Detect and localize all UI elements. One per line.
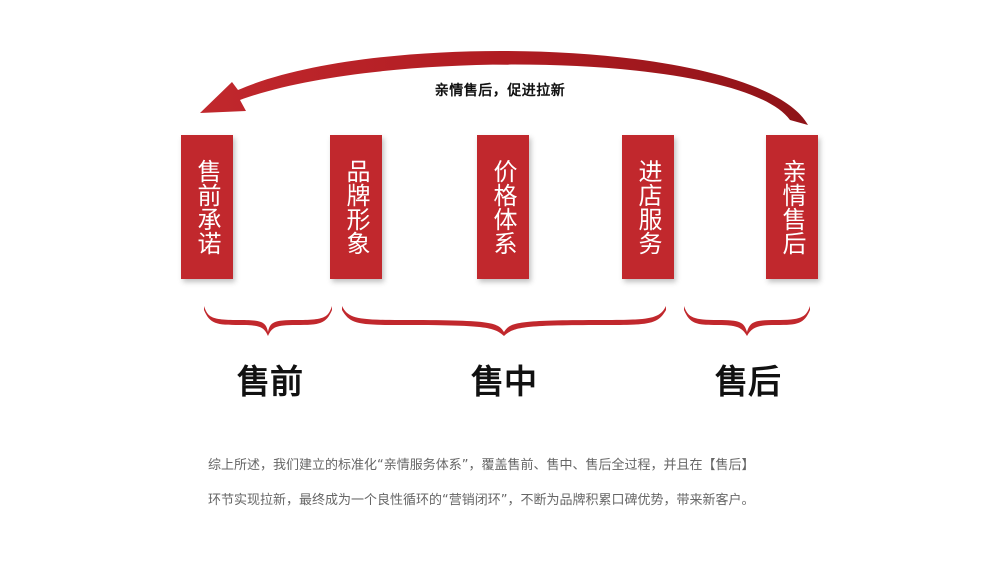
stage-box-store-service: 进店服务	[622, 135, 674, 279]
stage-label: 亲情售后	[778, 159, 806, 255]
stage-box-price-system: 价格体系	[477, 135, 529, 279]
stage-label: 价格体系	[489, 159, 517, 255]
phase-label-pre-sale: 售前	[237, 362, 303, 401]
cycle-caption: 亲情售后，促进拉新	[434, 83, 566, 99]
summary-line-1: 综上所述，我们建立的标准化“亲情服务体系”，覆盖售前、售中、售后全过程，并且在【…	[208, 458, 755, 473]
stage-box-brand-image: 品牌形象	[330, 135, 382, 279]
summary-paragraph: 综上所述，我们建立的标准化“亲情服务体系”，覆盖售前、售中、售后全过程，并且在【…	[208, 448, 808, 518]
stage-box-pre-promise: 售前承诺	[181, 135, 233, 279]
brace-in-sale	[342, 306, 666, 336]
phase-label-post-sale: 售后	[715, 362, 781, 401]
stage-box-after-sales: 亲情售后	[766, 135, 818, 279]
stage-label: 售前承诺	[193, 159, 221, 255]
phase-label-in-sale: 售中	[471, 362, 537, 401]
stage-label: 进店服务	[634, 159, 662, 255]
brace-pre-sale	[204, 306, 332, 336]
cycle-arc	[200, 50, 808, 125]
summary-line-2: 环节实现拉新，最终成为一个良性循环的“营销闭环”，不断为品牌积累口碑优势，带来新…	[208, 493, 755, 508]
brace-post-sale	[684, 306, 810, 336]
stage-label: 品牌形象	[342, 159, 370, 255]
